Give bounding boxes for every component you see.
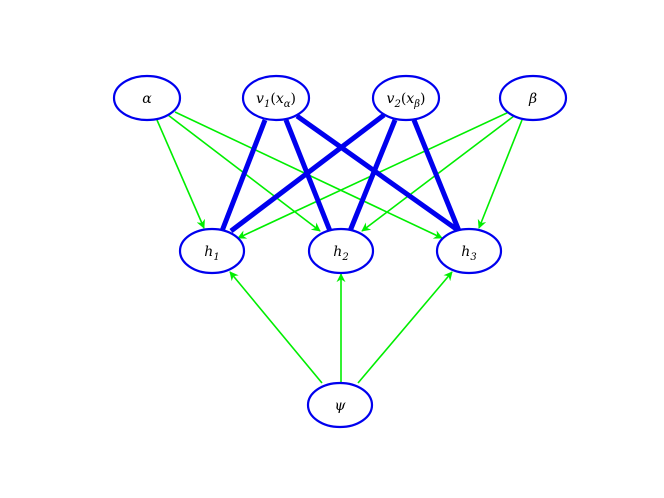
node-ellipse-h3 bbox=[435, 227, 503, 275]
node-psi: ψ bbox=[306, 381, 374, 429]
node-label-beta: β bbox=[528, 91, 537, 107]
node-label-alpha: α bbox=[142, 91, 152, 107]
node-v1: v1(xα) bbox=[241, 74, 311, 122]
arrow-edge-beta-h3 bbox=[477, 119, 523, 229]
node-label-v2: v2(xβ) bbox=[387, 91, 426, 110]
node-label-h1: h1 bbox=[204, 244, 219, 263]
nodes: α v1(xα) v2(xβ) β h1 h2 h3 ψ bbox=[112, 74, 568, 429]
node-ellipse-beta bbox=[498, 74, 568, 122]
node-v2: v2(xβ) bbox=[371, 74, 441, 122]
node-label-h3: h3 bbox=[461, 244, 476, 263]
node-h2: h2 bbox=[307, 227, 375, 275]
node-label-psi: ψ bbox=[335, 398, 347, 414]
node-ellipse-v1 bbox=[241, 74, 311, 122]
strong-edge-v1-h1 bbox=[219, 119, 268, 232]
node-ellipse-alpha bbox=[112, 74, 182, 122]
strong-edges bbox=[219, 113, 462, 234]
strong-edge-v2-h2 bbox=[347, 119, 398, 232]
arrow-edge-psi-h1 bbox=[229, 271, 323, 384]
arrow-edge-psi-h3 bbox=[357, 271, 453, 384]
node-label-v1: v1(xα) bbox=[256, 91, 296, 110]
strong-edge-v1-h3 bbox=[295, 113, 461, 234]
node-ellipse-h2 bbox=[307, 227, 375, 275]
node-ellipse-psi bbox=[306, 381, 374, 429]
node-label-h2: h2 bbox=[333, 244, 348, 263]
node-beta: β bbox=[498, 74, 568, 122]
node-ellipse-v2 bbox=[371, 74, 441, 122]
strong-edge-v2-h1 bbox=[229, 113, 386, 233]
arrow-edge-alpha-h1 bbox=[156, 119, 205, 229]
strong-edge-v2-h3 bbox=[411, 119, 462, 232]
node-h1: h1 bbox=[178, 227, 246, 275]
node-ellipse-h1 bbox=[178, 227, 246, 275]
node-h3: h3 bbox=[435, 227, 503, 275]
node-alpha: α bbox=[112, 74, 182, 122]
